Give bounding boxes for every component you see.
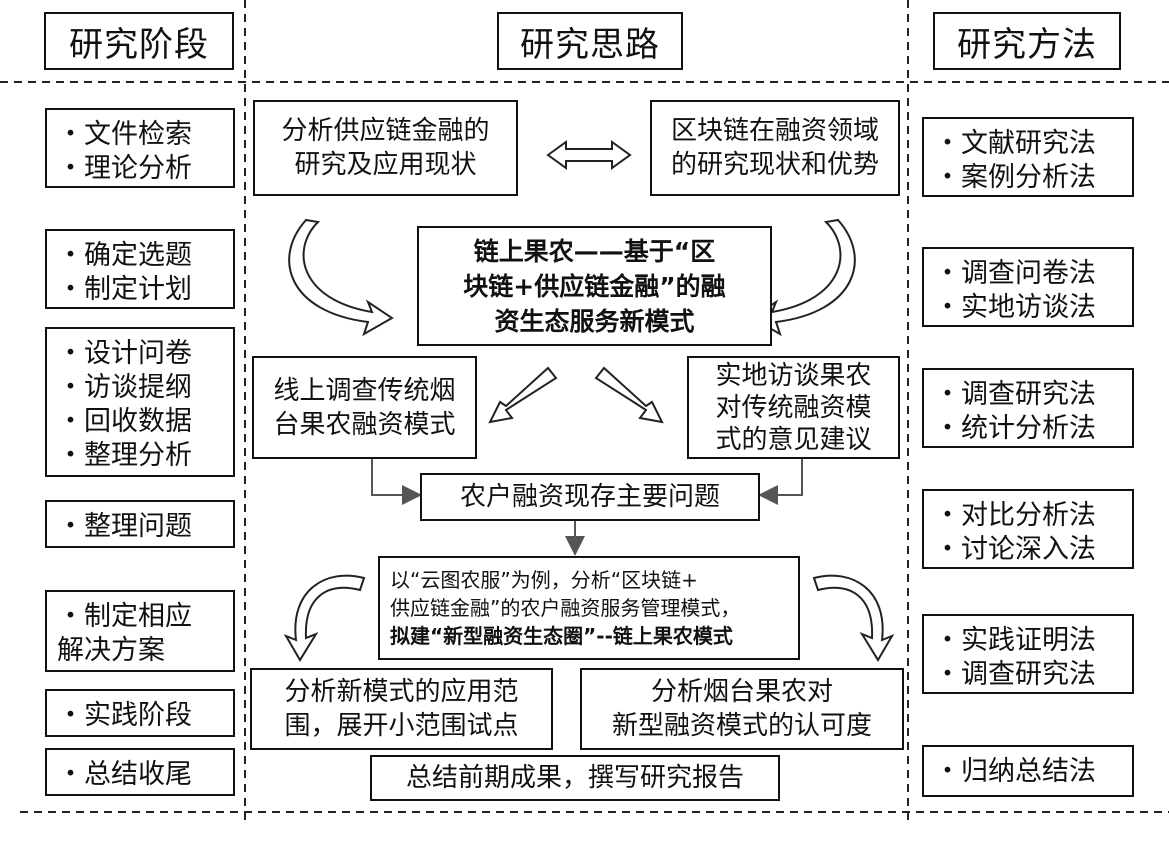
- stage-box-7: ・总结收尾: [45, 748, 235, 796]
- stage-line: ・总结收尾: [57, 759, 192, 790]
- flow-problem: 农户融资现存主要问题: [420, 473, 760, 521]
- flow-text: 分析烟台果农对: [650, 677, 833, 707]
- connector-left-to-problem: [371, 459, 422, 505]
- method-line: ・讨论深入法: [934, 534, 1096, 565]
- stage-line: ・确定选题: [57, 240, 192, 271]
- stage-line: ・制定相应: [57, 601, 192, 632]
- flow-text: 的研究现状和优势: [670, 150, 879, 180]
- stage-line: ・回收数据: [57, 406, 192, 437]
- diagonal-arrow-left-icon: [488, 366, 558, 424]
- flow-text: 围，展开小范围试点: [284, 711, 519, 741]
- method-line: ・文献研究法: [934, 128, 1096, 159]
- header-method-label: 研究方法: [957, 24, 1097, 65]
- flow-top-right: 区块链在融资领域 的研究现状和优势: [650, 100, 900, 196]
- curved-arrow-left-icon: [288, 218, 394, 337]
- method-line: ・调查研究法: [934, 379, 1096, 410]
- method-box-2: ・调查问卷法 ・实地访谈法: [922, 247, 1134, 327]
- flow-mid-left: 线上调查传统烟 台果农融资模式: [252, 356, 477, 459]
- flow-mid-right: 实地访谈果农 对传统融资模 式的意见建议: [687, 356, 900, 459]
- curved-arrow-bottom-right-icon: [812, 574, 895, 662]
- method-line: ・调查问卷法: [934, 258, 1096, 289]
- flow-text: 块链+供应链金融”的融: [463, 271, 726, 301]
- flow-text: 资生态服务新模式: [494, 306, 695, 336]
- stage-line: ・整理分析: [57, 440, 192, 471]
- stage-line: ・整理问题: [57, 511, 192, 542]
- flow-bottom-right: 分析烟台果农对 新型融资模式的认可度: [580, 668, 904, 750]
- stage-box-3: ・设计问卷 ・访谈提纲 ・回收数据 ・整理分析: [45, 327, 235, 477]
- flow-text: 新型融资模式的认可度: [611, 711, 872, 741]
- method-line: ・对比分析法: [934, 500, 1096, 531]
- flow-text: 式的意见建议: [715, 424, 872, 455]
- header-stage: 研究阶段: [44, 12, 234, 70]
- flow-text: 拟建“新型融资生态圈”--链上果农模式: [390, 624, 733, 648]
- stage-box-1: ・文件检索 ・理论分析: [45, 108, 235, 188]
- flow-text: 链上果农——基于“区: [473, 236, 716, 266]
- stage-box-2: ・确定选题 ・制定计划: [45, 229, 235, 309]
- flow-text: 研究及应用现状: [294, 150, 477, 180]
- header-stage-label: 研究阶段: [69, 24, 209, 65]
- flow-center-model: 链上果农——基于“区 块链+供应链金融”的融 资生态服务新模式: [417, 226, 772, 346]
- method-line: ・调查研究法: [934, 659, 1096, 690]
- flow-text: 农户融资现存主要问题: [459, 482, 720, 512]
- stage-line: ・实践阶段: [57, 700, 192, 731]
- method-box-1: ・文献研究法 ・案例分析法: [922, 117, 1134, 197]
- double-arrow-icon: [546, 140, 632, 170]
- flow-top-left: 分析供应链金融的 研究及应用现状: [253, 100, 518, 196]
- method-line: ・实地访谈法: [934, 292, 1096, 323]
- method-line: ・统计分析法: [934, 413, 1096, 444]
- method-line: ・归纳总结法: [934, 756, 1096, 787]
- stage-box-5: ・制定相应 解决方案: [45, 590, 235, 672]
- stage-line: ・理论分析: [57, 153, 192, 184]
- stage-line: ・访谈提纲: [57, 372, 192, 403]
- header-method: 研究方法: [933, 12, 1121, 70]
- method-line: ・实践证明法: [934, 625, 1096, 656]
- flow-text: 分析供应链金融的: [281, 116, 490, 146]
- connector-right-to-problem: [758, 459, 803, 505]
- flow-text: 线上调查传统烟: [273, 375, 456, 406]
- flow-summary: 总结前期成果，撰写研究报告: [370, 755, 780, 801]
- flow-text: 供应链金融”的农户融资服务管理模式，: [390, 596, 741, 620]
- flow-text: 总结前期成果，撰写研究报告: [405, 763, 744, 793]
- method-box-3: ・调查研究法 ・统计分析法: [922, 368, 1134, 448]
- flow-case: 以“云图农服”为例，分析“区块链+ 供应链金融”的农户融资服务管理模式， 拟建“…: [378, 556, 800, 660]
- flow-bottom-left: 分析新模式的应用范 围，展开小范围试点: [250, 668, 553, 750]
- diagonal-arrow-right-icon: [594, 366, 664, 424]
- stage-box-6: ・实践阶段: [45, 689, 235, 737]
- flow-text: 台果农融资模式: [273, 409, 456, 440]
- header-approach-label: 研究思路: [520, 24, 660, 65]
- curved-arrow-bottom-left-icon: [283, 574, 366, 662]
- flow-text: 区块链在融资领域: [670, 116, 879, 146]
- method-box-4: ・对比分析法 ・讨论深入法: [922, 489, 1134, 569]
- method-box-5: ・实践证明法 ・调查研究法: [922, 614, 1134, 694]
- stage-line: ・文件检索: [57, 119, 192, 150]
- flow-text: 分析新模式的应用范: [284, 677, 519, 707]
- stage-line: ・制定计划: [57, 274, 192, 305]
- stage-line: 解决方案: [57, 635, 165, 666]
- method-line: ・案例分析法: [934, 162, 1096, 193]
- header-approach: 研究思路: [497, 12, 683, 70]
- flow-text: 对传统融资模: [715, 392, 872, 423]
- stage-line: ・设计问卷: [57, 338, 192, 369]
- method-box-6: ・归纳总结法: [922, 745, 1134, 797]
- flow-text: 实地访谈果农: [715, 360, 872, 391]
- flow-text: 以“云图农服”为例，分析“区块链+: [390, 568, 698, 592]
- stage-box-4: ・整理问题: [45, 500, 235, 548]
